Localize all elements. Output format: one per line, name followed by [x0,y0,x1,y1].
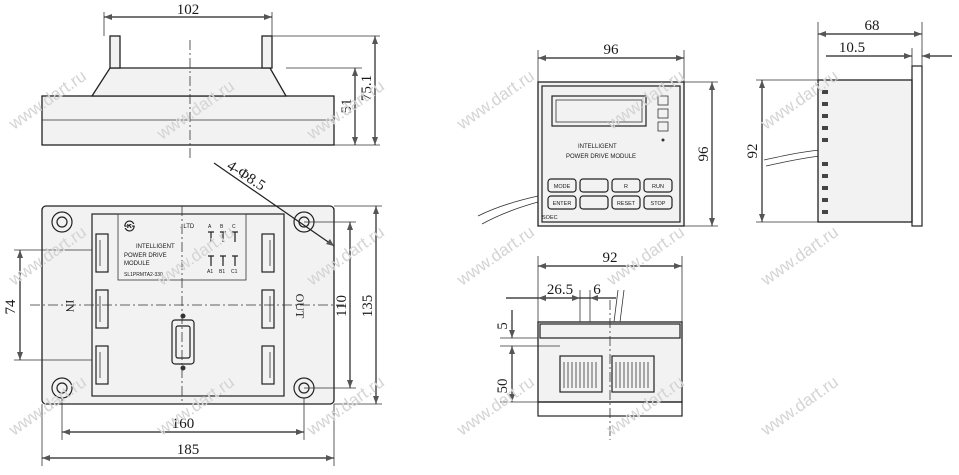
panel-housing [537,81,685,227]
mode-button-label: MODE [554,184,571,190]
r-button-label: R [624,184,628,190]
side-cable [763,149,821,167]
badge-line2: POWER DRIVE [124,253,167,259]
panel-face [541,85,681,223]
vent-slots [563,362,649,388]
reset-button-label: RESET [617,201,636,207]
badge-ltd: . LTD [180,224,195,230]
blank-button-2[interactable] [579,195,609,210]
panel-display [551,95,647,127]
terminal-label-b1: B1 [219,269,225,275]
stop-button-label: STOP [651,201,666,207]
input-terminals [95,233,109,385]
dim-arrows [509,330,515,402]
label-out: OUT [293,294,307,319]
dim-10-5: 10.5 [839,40,865,56]
terminal-label-c1: C1 [231,269,238,275]
hole-top-left-inner [56,216,68,228]
dim-110: 110 [334,295,350,317]
dim-102: 102 [177,2,200,18]
terminal-symbols-bottom [208,255,238,266]
run-button[interactable] [643,178,673,193]
panel-bottom-view: 92 26.5 6 5 50 [495,250,683,440]
reset-button[interactable] [611,195,641,210]
watermark: www.dart.ru [757,372,842,440]
logo-mark: ㉿ [124,219,135,233]
badge-line3: MODULE [124,261,150,267]
panel-side-fins [822,90,828,214]
terminal-label-c: C [232,224,236,230]
panel-side-body [817,79,913,223]
panel-indicators [657,95,669,142]
panel-text-line2: POWER DRIVE MODULE [566,154,636,160]
run-button-label: RUN [652,184,664,190]
blank-button-1[interactable] [579,178,609,193]
badge-model: SL1PRMTA2-330 [124,272,163,278]
bottom-view-vent-left [559,355,603,393]
r-button[interactable] [611,178,641,193]
terminal-symbols-top [208,231,238,242]
dim-51: 51 [339,99,355,114]
dim-26-5: 26.5 [547,282,573,298]
dim-68: 68 [865,18,880,34]
dim-96-width: 96 [604,42,620,58]
side-view-top-cover [90,67,288,97]
dim-185: 185 [177,442,200,458]
panel-brand: SOEC [542,215,558,221]
bottom-view-cable [613,289,625,323]
enter-button-label: ENTER [553,201,572,207]
mode-button[interactable] [547,178,577,193]
bottom-view-vent-right [611,355,655,393]
dim-92-width: 92 [603,250,618,266]
hole-callout: 4-Φ8.5 [224,158,268,194]
dim-50: 50 [495,379,511,394]
hole-leader [213,162,335,247]
terminal-label-b: B [220,224,224,230]
dim-135: 135 [360,295,376,318]
side-view-post-left [109,35,121,69]
badge-line1: INTELLIGENT [136,244,175,250]
watermark: www.dart.ru [453,222,538,290]
dim-74: 74 [3,299,19,315]
side-view-base [41,95,335,146]
module-badge: ㉿ . LTD INTELLIGENT POWER DRIVE MODULE S… [117,213,247,281]
dim-75-1: 75.1 [359,75,375,101]
dim-arrows [347,206,379,404]
dim-5: 5 [495,322,511,330]
panel-side-bezel [911,65,923,227]
label-in: IN [63,300,77,313]
output-terminals [261,233,275,385]
terminal-label-a1: A1 [207,269,213,275]
hole-bottom-left-inner [56,382,68,394]
watermark: www.dart.ru [757,222,842,290]
dim-arrows [904,53,930,59]
dim-92-height: 92 [745,144,761,159]
terminal-label-a: A [208,224,212,230]
panel-front-view: INTELLIGENT POWER DRIVE MODULE MODE R RU… [477,42,718,227]
dim-160: 160 [172,416,195,432]
side-view: 102 75.1 51 [41,2,380,158]
panel-display-glass [555,99,643,123]
dim-6: 6 [593,282,601,298]
panel-text-line1: INTELLIGENT [578,144,617,150]
side-view-post-right [261,35,273,69]
enter-button[interactable] [547,195,577,210]
panel-side-view: 68 10.5 92 [745,18,952,227]
stop-button[interactable] [643,195,673,210]
cable [477,195,539,225]
watermark: www.dart.ru [453,66,538,134]
hole-top-left [51,211,73,233]
dim-96-height: 96 [696,146,712,162]
leader-arrow [326,239,334,246]
